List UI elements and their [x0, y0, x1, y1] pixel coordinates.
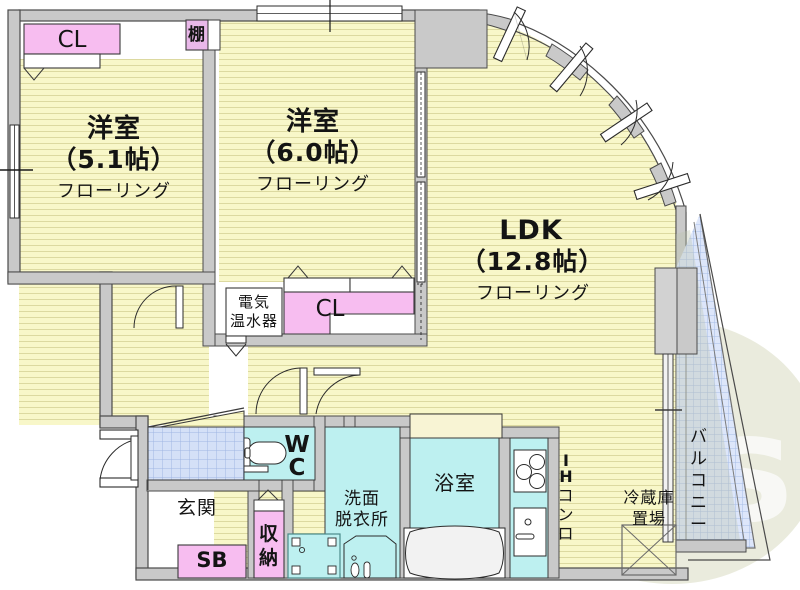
- door-storage: [253, 489, 285, 513]
- door-entrance[interactable]: [99, 429, 139, 488]
- storage-closet: [253, 510, 285, 579]
- washroom-area: [287, 426, 401, 579]
- door-bed1[interactable]: [133, 285, 184, 329]
- water-heater-box: [225, 287, 283, 337]
- window-right-bed2: [416, 71, 426, 340]
- casement-window-3: [599, 99, 653, 146]
- balcony-sliding-door[interactable]: [655, 353, 682, 543]
- entrance-area: [147, 407, 245, 490]
- kitchen-area: [409, 413, 549, 579]
- door-bed2[interactable]: [225, 335, 247, 357]
- closet-bed1: [23, 23, 121, 81]
- casement-window-2: [549, 42, 594, 97]
- door-ldk-to-hall[interactable]: [255, 367, 361, 415]
- casement-window-4: [633, 161, 691, 201]
- window-left-bed1: [0, 124, 33, 219]
- shoebox: [177, 544, 247, 579]
- shelf-bed2: [185, 19, 221, 51]
- bed1-floor-fill: [19, 59, 209, 282]
- fridge-space: [621, 524, 677, 576]
- casement-window-1: [492, 6, 530, 63]
- closet-bed2: [283, 265, 415, 335]
- bed2-floor-fill: [219, 20, 421, 282]
- window-top-bed2: [256, 0, 403, 32]
- bath-area: [403, 437, 506, 580]
